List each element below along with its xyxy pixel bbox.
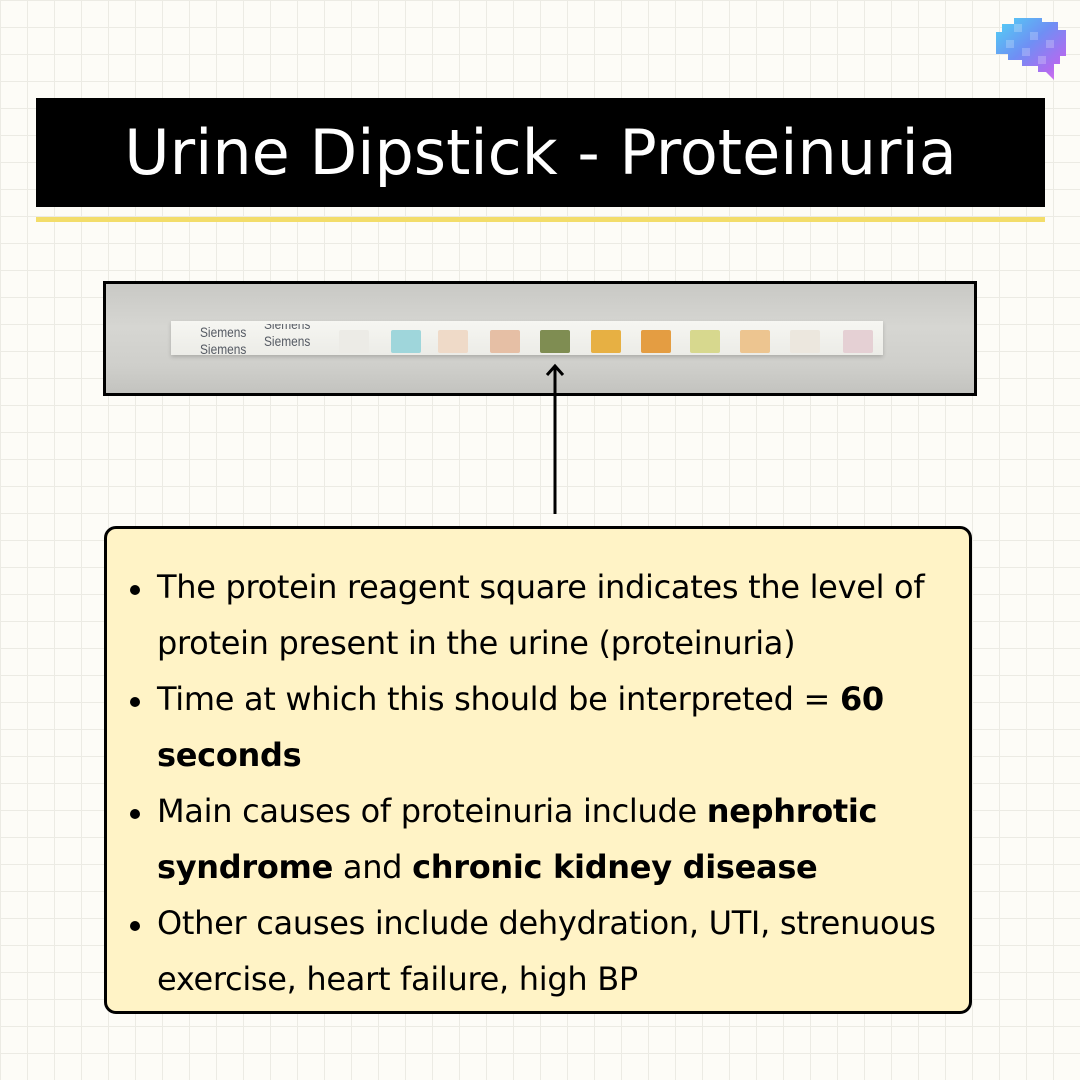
bold-text: 60 seconds: [157, 680, 884, 774]
reagent-pad: [391, 330, 421, 353]
title-underline: [36, 217, 1045, 222]
strip-brand-text: Siemens: [200, 324, 247, 340]
reagent-pad: [690, 330, 720, 353]
bullet-text: Other causes include dehydration, UTI, s…: [157, 904, 936, 998]
page-title: Urine Dipstick - Proteinuria: [124, 115, 957, 189]
bullet-item: The protein reagent square indicates the…: [130, 559, 949, 671]
strip-brand-label: Siemens Siemens Siemens Siemens: [200, 324, 350, 354]
bullet-item: Main causes of proteinuria include nephr…: [130, 783, 949, 895]
bullet-item: Other causes include dehydration, UTI, s…: [130, 895, 949, 1007]
reagent-pad: [740, 330, 770, 353]
bullet-item: Time at which this should be interpreted…: [130, 671, 949, 783]
reagent-pad: [843, 330, 873, 353]
protein-reagent-pad: [540, 330, 570, 353]
reagent-pad: [490, 330, 520, 353]
bullet-text: Time at which this should be interpreted…: [157, 680, 840, 718]
reagent-pad: [790, 330, 820, 353]
bullet-text: The protein reagent square indicates the…: [157, 568, 925, 662]
reagent-pad: [438, 330, 468, 353]
dipstick-photo: Siemens Siemens Siemens Siemens: [103, 281, 977, 396]
strip-brand-text: Siemens: [200, 341, 247, 354]
strip-brand-text: Siemens: [264, 333, 311, 349]
strip-brand-text: Siemens: [264, 324, 311, 332]
reagent-pad: [591, 330, 621, 353]
bold-text: chronic kidney disease: [412, 848, 818, 886]
bullet-text: and: [333, 848, 413, 886]
bold-text: nephrotic syndrome: [157, 792, 878, 886]
bullet-text: Main causes of proteinuria include: [157, 792, 707, 830]
reagent-pad: [641, 330, 671, 353]
reagent-pad: [339, 330, 369, 353]
title-banner: Urine Dipstick - Proteinuria: [36, 98, 1045, 207]
brain-speech-bubble-icon: [996, 18, 1066, 80]
pointer-arrow: [545, 363, 565, 514]
bullet-list: The protein reagent square indicates the…: [130, 559, 949, 1007]
info-box: The protein reagent square indicates the…: [104, 526, 972, 1014]
